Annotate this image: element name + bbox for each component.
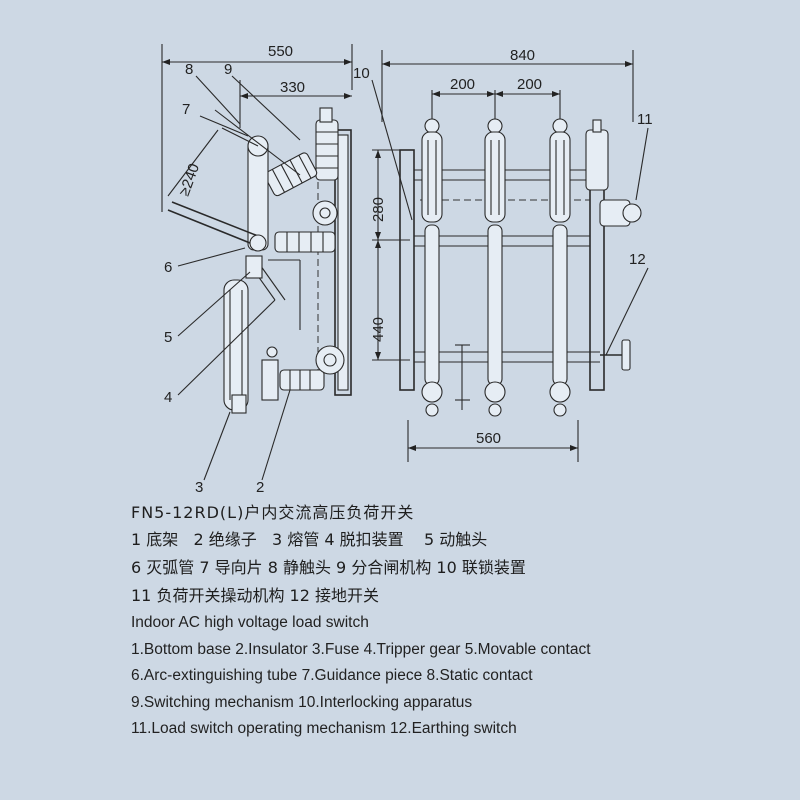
dim-label-200-right: 200 (517, 76, 542, 93)
callout-4: 4 (164, 389, 172, 406)
dimension-280: 280 (370, 149, 410, 241)
bottom-base-frame (334, 129, 352, 396)
dimension-240: ≥240 (167, 129, 219, 198)
legend-en-line-3: 9.Switching mechanism 10.Interlocking ap… (131, 693, 473, 711)
callout-leaders (177, 75, 649, 481)
pole-left (421, 118, 443, 417)
legend-zh-line-2: 6 灭弧管 7 导向片 8 静触头 9 分合闸机构 10 联锁装置 (131, 558, 526, 577)
dim-label-840: 840 (510, 47, 535, 64)
callout-7: 7 (182, 101, 190, 118)
legend-zh-title: FN5-12RD(L)户内交流高压负荷开关 (131, 503, 415, 522)
dim-label-280: 280 (370, 197, 387, 222)
dimension-840: 840 (381, 47, 634, 122)
callout-3: 3 (195, 479, 203, 496)
dim-label-550: 550 (268, 43, 293, 60)
callout-8: 8 (185, 61, 193, 78)
dim-label-440: 440 (370, 317, 387, 342)
callout-9: 9 (224, 61, 232, 78)
callout-10: 10 (353, 65, 370, 82)
dim-label-200-left: 200 (450, 76, 475, 93)
dimension-550: 550 (161, 43, 353, 212)
legend-en-line-2: 6.Arc-extinguishing tube 7.Guidance piec… (131, 667, 533, 684)
legend-en-line-4: 11.Load switch operating mechanism 12.Ea… (131, 720, 517, 737)
dimension-200-pair: 200 200 (431, 76, 561, 120)
legend-zh-line-3: 11 负荷开关操动机构 12 接地开关 (131, 586, 379, 605)
legend-zh-line-1: 1 底架 2 绝缘子 3 熔管 4 脱扣装置 5 动触头 (131, 530, 488, 549)
callout-numbers: 8 9 7 10 11 12 6 5 4 3 2 1 (164, 61, 653, 496)
dim-label-330: 330 (280, 79, 305, 96)
pole-right (549, 118, 571, 417)
callout-6: 6 (164, 259, 172, 276)
legend-en-title: Indoor AC high voltage load switch (131, 614, 369, 631)
callout-5: 5 (164, 329, 172, 346)
callout-12: 12 (629, 251, 646, 268)
front-view (399, 118, 642, 417)
callout-11: 11 (637, 111, 653, 128)
side-view (167, 107, 352, 414)
dimension-440: 440 (370, 240, 410, 361)
dimension-560: 560 (407, 420, 579, 462)
legend-en-line-1: 1.Bottom base 2.Insulator 3.Fuse 4.Tripp… (131, 640, 591, 658)
dim-label-240: ≥240 (176, 161, 203, 198)
dim-label-560: 560 (476, 430, 501, 447)
legend: FN5-12RD(L)户内交流高压负荷开关 1 底架 2 绝缘子 3 熔管 4 … (131, 500, 771, 743)
front-base-left (399, 149, 415, 391)
dimension-330: 330 (239, 79, 352, 128)
pole-middle (484, 118, 506, 417)
callout-2: 2 (256, 479, 264, 496)
